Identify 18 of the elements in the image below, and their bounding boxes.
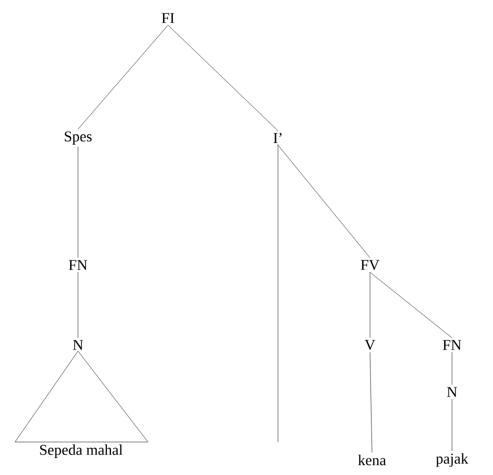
tree-label: kena [358, 454, 386, 466]
branch-line [370, 272, 452, 338]
tree-label: N [447, 387, 458, 397]
tree-label: FI [162, 13, 174, 23]
tree-label: V [364, 340, 376, 350]
tree-label: FN [68, 260, 88, 270]
tree-label: Spes [64, 131, 92, 145]
branch-line [78, 24, 168, 130]
branch-line [370, 352, 372, 453]
branch-line [278, 144, 370, 258]
branch-line [168, 24, 278, 131]
tree-label: pajak [436, 453, 468, 467]
leaf-label: Sepeda mahal [40, 444, 123, 458]
tree-label: I’ [274, 133, 282, 143]
triangle [14, 350, 148, 442]
tree-label: FN [442, 340, 462, 350]
tree-label: FV [360, 260, 380, 270]
tree-label: N [73, 340, 84, 350]
